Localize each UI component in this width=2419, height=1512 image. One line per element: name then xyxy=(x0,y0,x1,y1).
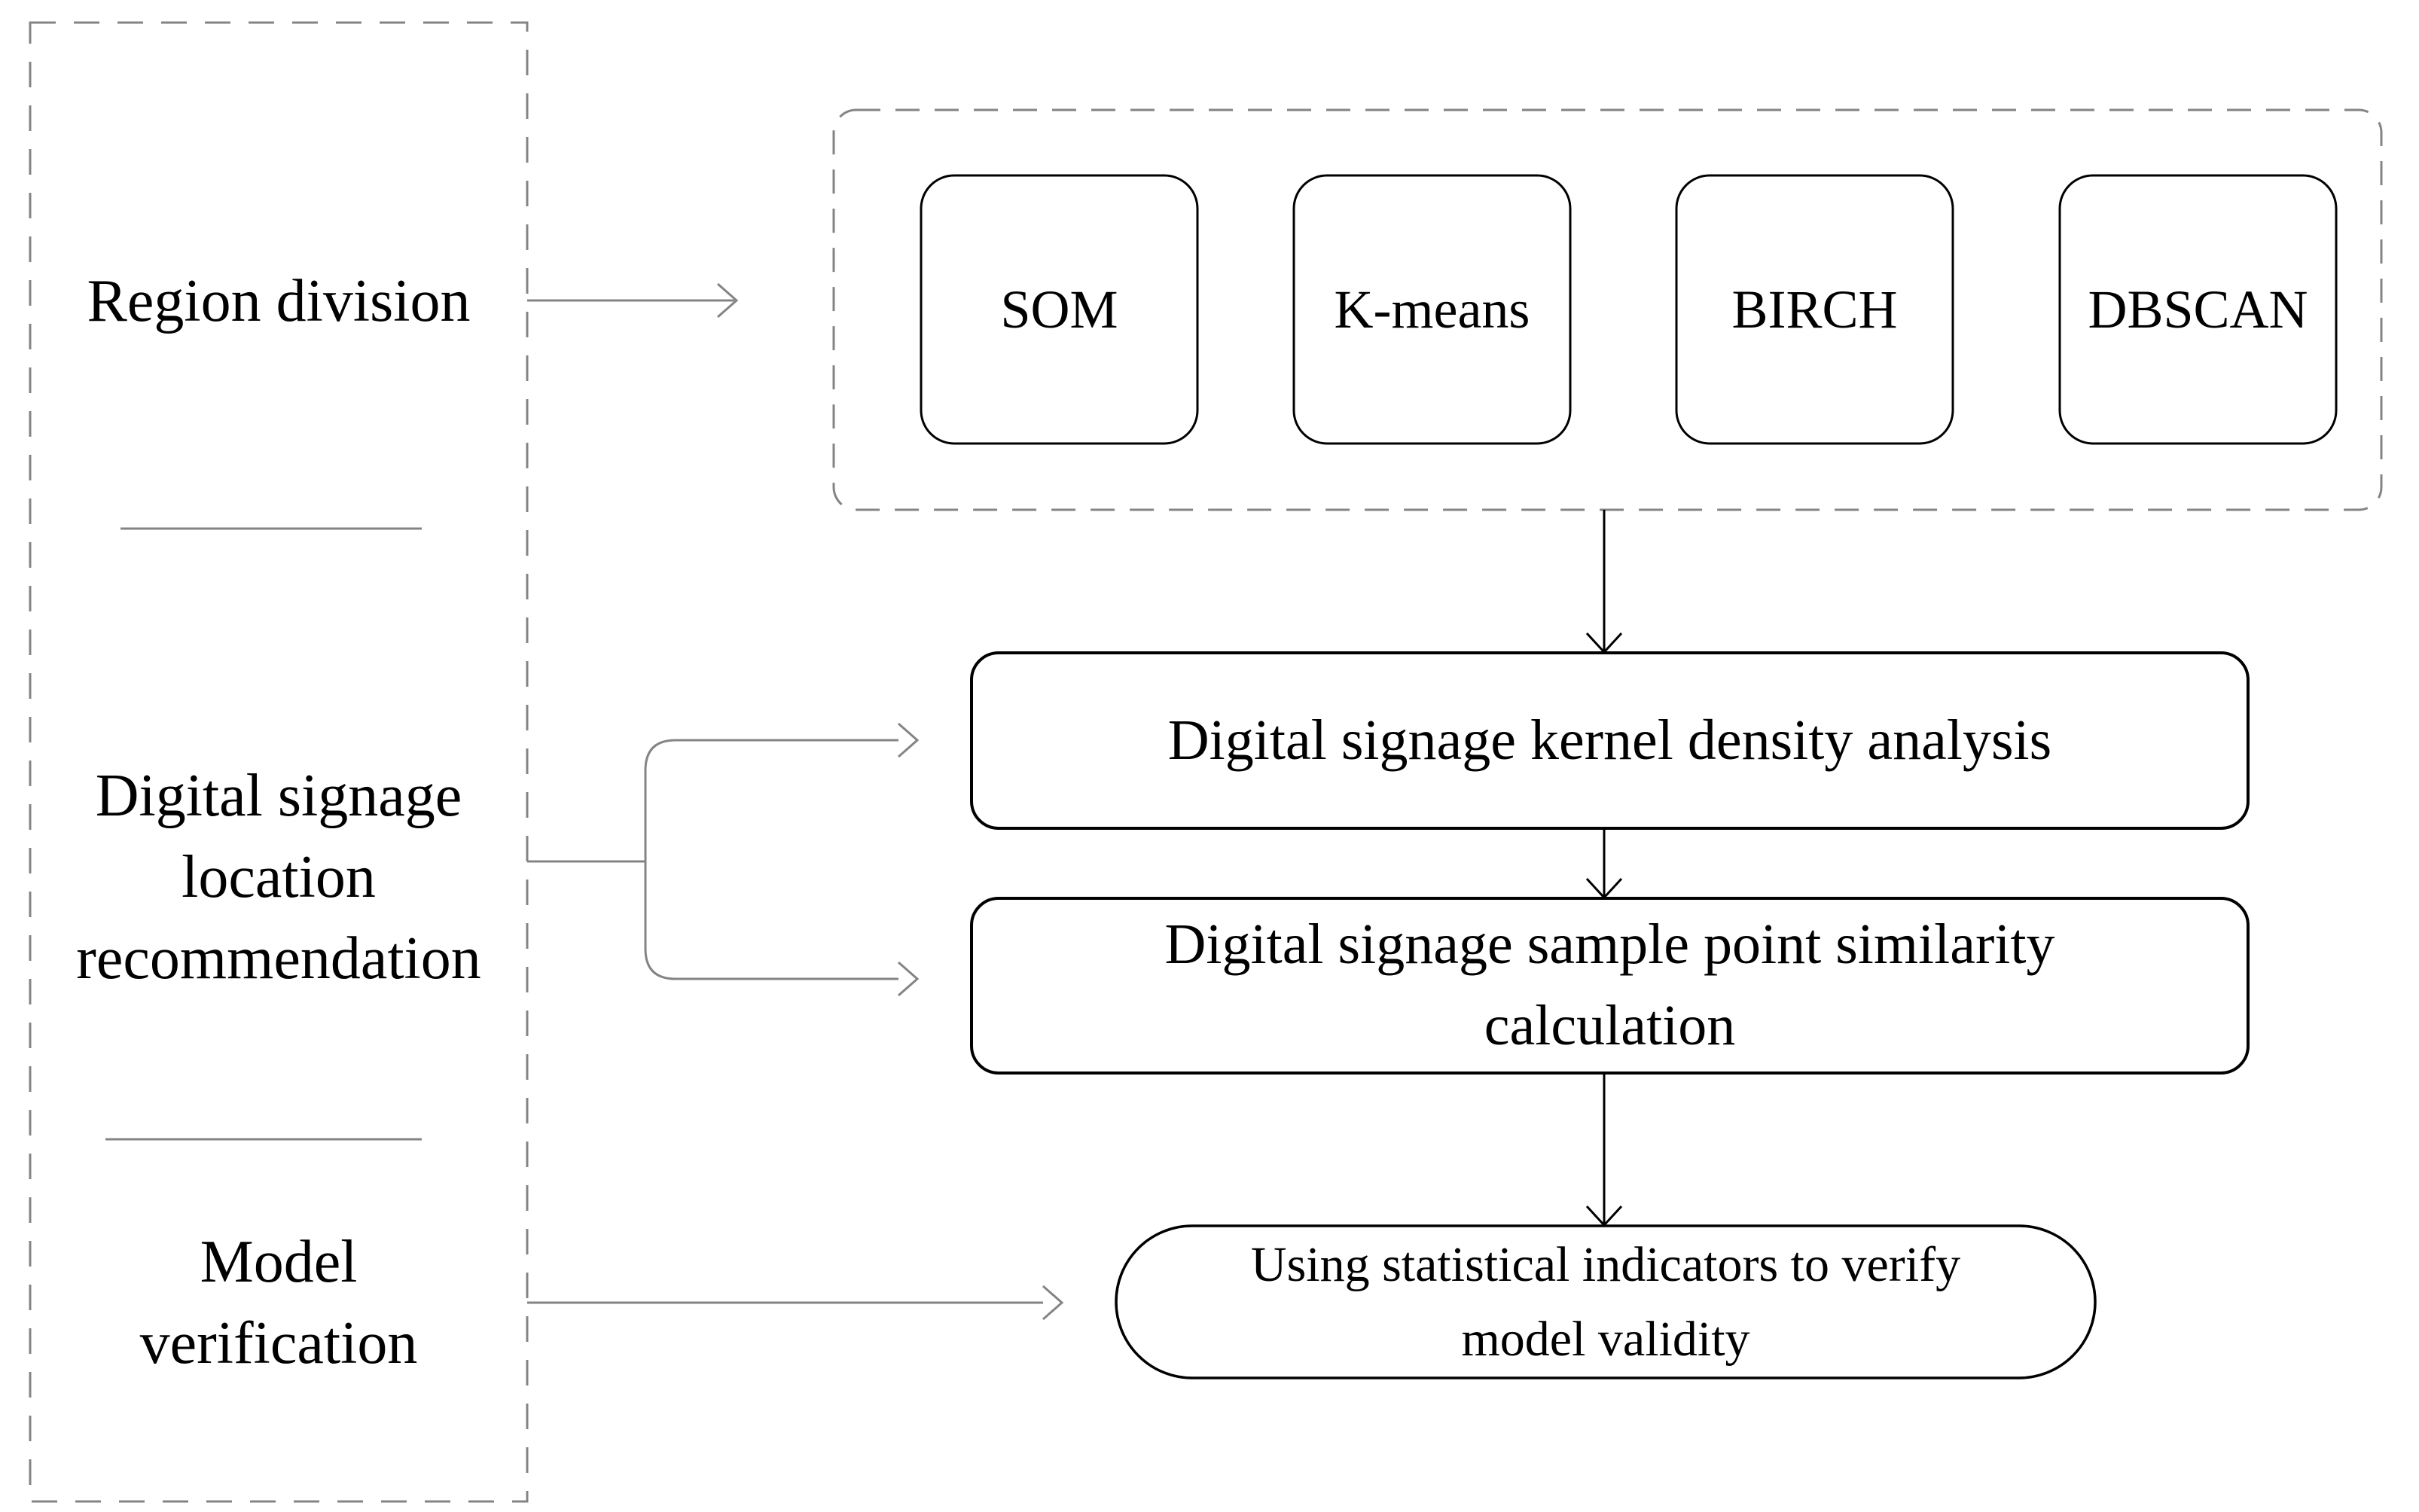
location-recommendation-label-line1: Digital signage xyxy=(95,763,462,829)
som-label-wrap: SOM xyxy=(921,175,1197,444)
dbscan-label: DBSCAN xyxy=(2088,279,2308,340)
sidebar-section-model-verification: Model verification xyxy=(30,1221,527,1384)
kernel-density-label: Digital signage kernel density analysis xyxy=(1167,708,2052,772)
sidebar-section-location-recommendation: Digital signage location recommendation xyxy=(30,751,527,1003)
similarity-label-line1: Digital signage sample point similarity xyxy=(1164,913,2055,977)
som-label: SOM xyxy=(1000,279,1118,340)
dbscan-box xyxy=(2058,174,2338,445)
kernel-density-box xyxy=(970,651,2250,830)
region-division-arrow xyxy=(527,282,739,319)
kmeans-label-wrap: K-means xyxy=(1294,175,1570,444)
sidebar-section-region-division: Region division xyxy=(30,256,527,346)
kmeans-label: K-means xyxy=(1334,279,1530,340)
recommendation-branch-arrows xyxy=(527,722,920,997)
region-division-label: Region division xyxy=(87,268,471,334)
verification-label-line2: model validity xyxy=(1461,1312,1750,1367)
birch-box xyxy=(1675,174,1954,445)
cluster-to-kernel-arrow xyxy=(1585,510,1623,654)
model-verification-arrow xyxy=(527,1285,1064,1321)
verification-label-wrap: Using statistical indicators to verify m… xyxy=(1116,1226,2095,1378)
model-verification-label-line2: verification xyxy=(139,1310,418,1376)
similarity-to-verification-arrow xyxy=(1585,1073,1623,1227)
location-recommendation-label-line2: location xyxy=(182,844,376,910)
kernel-to-similarity-arrow xyxy=(1585,828,1623,900)
kmeans-box xyxy=(1292,174,1572,445)
similarity-label-line2: calculation xyxy=(1484,994,1736,1057)
cluster-group-dashed-frame xyxy=(832,108,2383,511)
verification-label-line1: Using statistical indicators to verify xyxy=(1250,1237,1961,1292)
sidebar-dashed-frame xyxy=(29,21,529,1503)
similarity-box xyxy=(970,897,2250,1075)
similarity-label-wrap: Digital signage sample point similarity … xyxy=(972,898,2248,1073)
location-recommendation-label-line3: recommendation xyxy=(76,925,481,992)
dbscan-label-wrap: DBSCAN xyxy=(2060,175,2336,444)
kernel-density-label-wrap: Digital signage kernel density analysis xyxy=(972,653,2248,828)
model-verification-label-line1: Model xyxy=(200,1229,358,1295)
som-box xyxy=(920,174,1199,445)
birch-label: BIRCH xyxy=(1731,279,1898,340)
birch-label-wrap: BIRCH xyxy=(1676,175,1953,444)
verification-stadium xyxy=(1115,1224,2097,1379)
